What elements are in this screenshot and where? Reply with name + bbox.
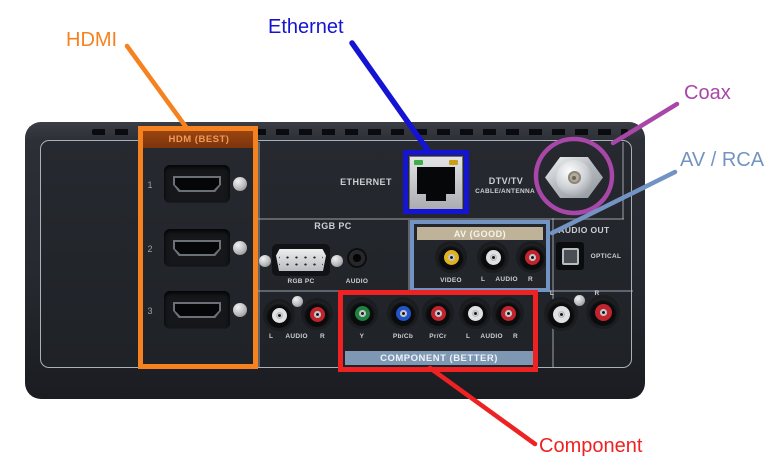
screw-icon [233, 177, 247, 191]
hdmi-slot-icon [173, 240, 221, 256]
rca-connector-red-prcr [425, 300, 451, 326]
rca-connector-white-component-audio-l [462, 300, 488, 326]
rca-connector-red-audio-out-r [589, 298, 617, 326]
component-section-header: COMPONENT (BETTER) [345, 351, 533, 365]
rca-connector-red-av-audio-r [519, 244, 545, 270]
optical-connector [556, 242, 584, 270]
vga-dsub-icon [276, 249, 326, 271]
rca-connector-white-av-audio-l [480, 244, 506, 270]
ethernet-port-label: ETHERNET [340, 177, 392, 187]
coax-pin-icon [572, 175, 576, 180]
rgb-pc-header: RGB PC [314, 221, 352, 231]
rca-connector-yellow-video [438, 244, 464, 270]
hdmi-port-3-number: 3 [147, 306, 153, 316]
hdmi-section-header: HDM (BEST) [140, 130, 258, 148]
ethernet-led-green-icon [414, 160, 423, 165]
divider-horizontal-top [258, 218, 624, 220]
rca-connector-red-rgb-audio-r [304, 301, 330, 327]
rca-connector-red-component-audio-r [495, 300, 521, 326]
ethernet-callout-label: Ethernet [268, 16, 344, 38]
coax-connector [545, 157, 603, 198]
screw-icon [331, 255, 343, 267]
hdmi-port-3-connector [164, 291, 230, 329]
av-video-label: VIDEO [440, 277, 462, 284]
screw-icon [574, 295, 585, 306]
optical-label: OPTICAL [590, 253, 622, 260]
divider-vertical-av [408, 220, 410, 290]
divider-vertical-hdmi [258, 142, 260, 367]
hdmi-slot-icon [173, 302, 221, 318]
hdmi-callout-line [124, 43, 189, 130]
hdmi-port-1-connector [164, 165, 230, 203]
rgb-pc-port-label: RGB PC [287, 278, 315, 285]
vga-pins-icon [279, 252, 323, 268]
coax-core-icon [567, 171, 581, 184]
antenna-label-line2: CABLE/ANTENNA [475, 188, 535, 195]
divider-vertical-audio-out [552, 218, 554, 367]
hdmi-port-2-number: 2 [147, 244, 153, 254]
rca-connector-white-audio-out-l [547, 300, 575, 328]
screw-icon [292, 296, 303, 307]
audio-out-header: AUDIO OUT [558, 225, 610, 235]
rca-connector-white-rgb-audio-l [266, 302, 292, 328]
rca-connector-green-y [349, 300, 375, 326]
ethernet-jack [409, 156, 463, 211]
rgb-pc-audio-jack [347, 248, 367, 268]
rca-connector-blue-pbcb [390, 300, 416, 326]
hdmi-port-1-number: 1 [147, 180, 153, 190]
av-section-header: AV (GOOD) [417, 227, 543, 240]
screw-icon [233, 303, 247, 317]
rj45-opening-icon [417, 167, 455, 194]
coax-callout-label: Coax [684, 82, 731, 104]
hdmi-slot-icon [173, 176, 221, 192]
hdmi-callout-label: HDMI [66, 29, 118, 51]
audio-out-r-label: R [594, 290, 600, 297]
rgb-pc-audio-label: AUDIO [345, 278, 369, 285]
component-prcr-label: Pr/Cr [429, 333, 447, 340]
vga-connector [272, 244, 330, 276]
ethernet-led-amber-icon [449, 160, 458, 165]
av-rca-callout-label: AV / RCA [680, 149, 765, 171]
coax-ring-icon [556, 159, 592, 196]
divider-vertical-right [622, 142, 624, 219]
component-pbcb-label: Pb/Cb [392, 333, 414, 340]
component-y-label: Y [359, 333, 365, 340]
component-callout-label: Component [539, 435, 643, 457]
audio-out-l-label: L [549, 290, 555, 297]
screw-icon [259, 255, 271, 267]
screw-icon [233, 241, 247, 255]
hdmi-port-2-connector [164, 229, 230, 267]
divider-horizontal-mid [258, 290, 633, 292]
antenna-label-line1: DTV/TV [488, 176, 524, 186]
